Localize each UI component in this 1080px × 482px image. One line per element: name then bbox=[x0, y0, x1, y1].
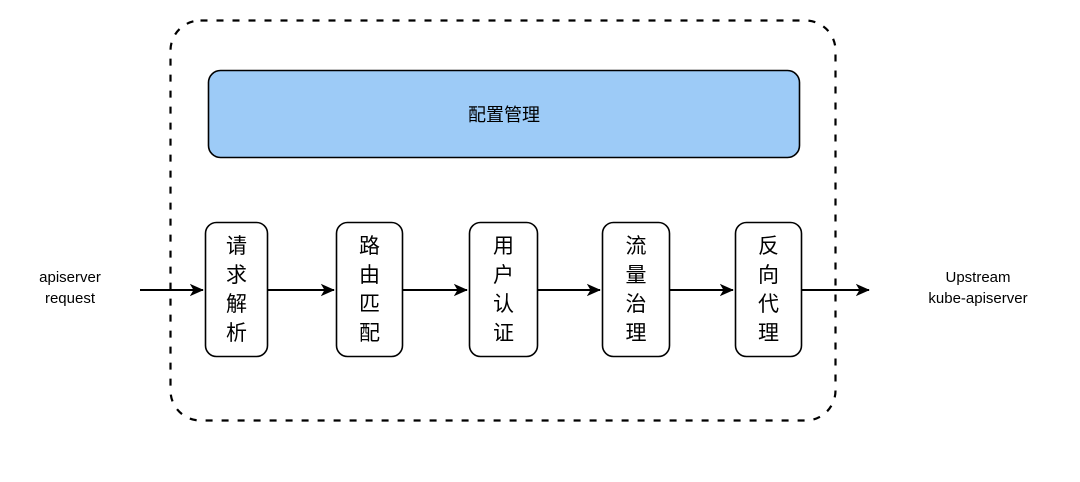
config-management-label: 配置管理 bbox=[208, 70, 800, 158]
stage-box-route-match bbox=[335, 221, 404, 358]
stage-char: 向 bbox=[758, 263, 779, 287]
config-management-text: 配置管理 bbox=[468, 105, 540, 125]
stage-label-reverse-proxy: 反 向 代 理 bbox=[735, 222, 802, 357]
input-label: apiserver request bbox=[0, 267, 140, 309]
stage-char: 反 bbox=[758, 234, 779, 258]
stage-box-reverse-proxy bbox=[734, 221, 803, 358]
stage-char: 用 bbox=[493, 234, 514, 258]
stage-char: 理 bbox=[625, 321, 647, 345]
stage-char: 配 bbox=[359, 321, 380, 345]
stage-char: 路 bbox=[359, 234, 380, 258]
output-label: Upstream kube-apiserver bbox=[876, 267, 1080, 309]
stage-label-traffic-governance: 流 量 治 理 bbox=[602, 222, 670, 357]
stage-char: 代 bbox=[758, 292, 779, 316]
input-label-line2: request bbox=[44, 290, 96, 307]
stage-box-user-auth bbox=[468, 221, 539, 358]
stage-char: 求 bbox=[226, 263, 247, 287]
stage-char: 量 bbox=[625, 263, 647, 287]
input-label-line1: apiserver bbox=[39, 269, 101, 286]
stage-char: 流 bbox=[625, 234, 647, 258]
output-label-line2: kube-apiserver bbox=[928, 290, 1028, 307]
stage-char: 解 bbox=[226, 292, 247, 316]
stage-char: 由 bbox=[359, 263, 380, 287]
stage-box-request-parse bbox=[204, 221, 269, 358]
stage-label-request-parse: 请 求 解 析 bbox=[205, 222, 268, 357]
stage-char: 析 bbox=[226, 321, 247, 345]
stage-char: 请 bbox=[226, 234, 247, 258]
stage-char: 匹 bbox=[359, 292, 380, 316]
config-management-banner bbox=[207, 69, 801, 159]
stage-char: 理 bbox=[758, 321, 779, 345]
stage-box-traffic-governance bbox=[601, 221, 671, 358]
stage-label-user-auth: 用 户 认 证 bbox=[469, 222, 538, 357]
output-label-line1: Upstream bbox=[945, 269, 1011, 286]
stage-char: 认 bbox=[493, 292, 514, 316]
stage-label-route-match: 路 由 匹 配 bbox=[336, 222, 403, 357]
stage-char: 治 bbox=[625, 292, 647, 316]
stage-char: 户 bbox=[493, 263, 514, 287]
stage-char: 证 bbox=[493, 321, 514, 345]
dashed-boundary bbox=[169, 19, 837, 422]
